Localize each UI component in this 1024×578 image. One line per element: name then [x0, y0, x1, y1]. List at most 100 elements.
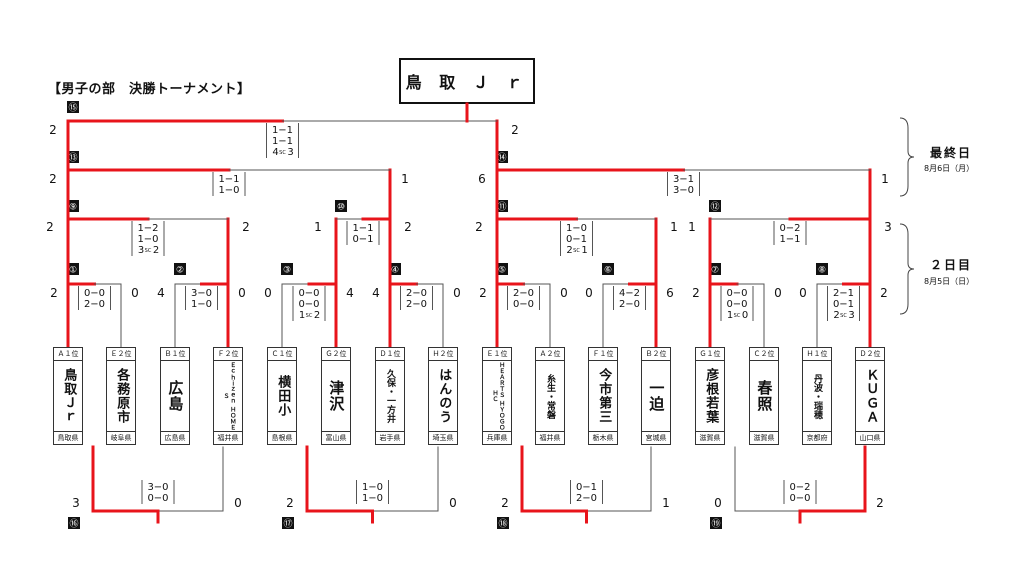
r1-sets-set: 2−0 — [406, 288, 427, 299]
semi-sets-set: 3−1 — [673, 174, 694, 185]
r2-sets-set: 1 — [581, 245, 587, 256]
cons-score-left: 2 — [286, 496, 294, 510]
semi-match-number-bg — [496, 151, 508, 163]
team-seed: Ｈ１位 — [803, 348, 831, 361]
r1-score-left: 2 — [479, 286, 487, 300]
team-prefecture: 岐阜県 — [107, 431, 135, 444]
cons-score-left: 0 — [714, 496, 722, 510]
team-card: Ｂ１位広島広島県 — [160, 347, 190, 445]
team-seed: Ｇ２位 — [322, 348, 350, 361]
r2-score-right: 2 — [404, 220, 412, 234]
team-name: 丹波・瑞穂 — [812, 373, 823, 419]
r1-match-number: ⑧ — [818, 266, 826, 276]
cons-match-number-bg — [68, 517, 80, 529]
cons-sets-set: 0−2 — [789, 482, 810, 493]
r2-sets-set: 0−1 — [352, 234, 373, 245]
team-prefecture: 山口県 — [856, 431, 884, 444]
final-sets-set: 3 — [287, 147, 293, 158]
r1-match-number-bg — [281, 263, 293, 275]
r1-score-right: 0 — [774, 286, 782, 300]
r2-sets-set: 1−1 — [779, 234, 800, 245]
r2-match-number-bg — [709, 200, 721, 212]
semi-match-number-bg — [67, 151, 79, 163]
semi-match-number: ⑬ — [68, 153, 77, 164]
r1-match-number: ⑥ — [604, 266, 612, 276]
team-name: 今市第三 — [596, 368, 612, 424]
r1-sets-set: 0−0 — [513, 299, 534, 310]
r1-sets-sc: SC — [306, 313, 313, 319]
semi-sets-set: 1−1 — [218, 174, 239, 185]
team-card: Ｇ２位津沢富山県 — [321, 347, 351, 445]
team-name-box: 今市第三 — [589, 361, 617, 431]
team-seed: Ｅ１位 — [483, 348, 511, 361]
r1-score-left: 0 — [585, 286, 593, 300]
team-name-box: 一迫 — [642, 361, 670, 431]
r2-sets-sc: SC — [145, 248, 152, 254]
r2-match-number-bg — [496, 200, 508, 212]
team-card: Ｅ２位各務原市岐阜県 — [106, 347, 136, 445]
r2-sets-set: 2 — [566, 245, 572, 256]
cons-match-number-bg — [282, 517, 294, 529]
r2-sets-set: 1−1 — [352, 223, 373, 234]
r1-match-number-bg — [174, 263, 186, 275]
r1-sets-set: 1 — [299, 310, 305, 321]
cons-score-left: 2 — [501, 496, 509, 510]
r1-sets-set: 1−0 — [191, 299, 212, 310]
r2-match-number: ⑨ — [69, 203, 77, 213]
team-name: 糸生・常磐 — [545, 373, 556, 419]
r1-sets-set: 2−0 — [619, 299, 640, 310]
team-prefecture: 滋賀県 — [750, 431, 778, 444]
r1-score-left: 2 — [50, 286, 58, 300]
final-score-left: 2 — [49, 123, 57, 137]
r2-score-right: 3 — [884, 220, 892, 234]
r1-match-number: ④ — [391, 266, 399, 276]
r2-match-number-bg — [67, 200, 79, 212]
r2-match-number-bg — [335, 200, 347, 212]
team-prefecture: 鳥取県 — [54, 431, 82, 444]
team-prefecture: 兵庫県 — [483, 431, 511, 444]
cons-sets-set: 0−0 — [147, 493, 168, 504]
final-sets-sc: SC — [279, 150, 286, 156]
team-prefecture: 京都府 — [803, 431, 831, 444]
r1-sets-set: 4−2 — [619, 288, 640, 299]
page-title: 【男子の部 決勝トーナメント】 — [48, 82, 251, 97]
r2-score-left: 1 — [688, 220, 696, 234]
team-name: はんのう — [436, 368, 452, 424]
cons-match-number-bg — [710, 517, 722, 529]
team-name: 春照 — [755, 380, 774, 412]
r2-sets-set: 1−0 — [137, 234, 158, 245]
team-prefecture: 福井県 — [214, 431, 242, 444]
r1-score-left: 4 — [157, 286, 165, 300]
r1-sets-sc: SC — [734, 313, 741, 319]
cons-score-right: 0 — [234, 496, 242, 510]
r1-score-left: 2 — [692, 286, 700, 300]
team-seed: Ｄ２位 — [856, 348, 884, 361]
cons-match-number-bg — [497, 517, 509, 529]
team-name-box: 春照 — [750, 361, 778, 431]
r2-score-left: 2 — [475, 220, 483, 234]
r2-sets-set: 2 — [153, 245, 159, 256]
final-day-date: 8月6日（月） — [924, 164, 975, 173]
r1-sets-set: 0−0 — [726, 299, 747, 310]
cons-match-number: ⑱ — [498, 519, 507, 530]
final-sets-set: 1−1 — [272, 136, 293, 147]
r1-sets-set: 0 — [742, 310, 748, 321]
team-name-box: Ｅｃｈｉｚｅｎ ＨＯＭＥＳ — [214, 361, 242, 431]
final-day-brace — [899, 117, 915, 197]
team-name-box: はんのう — [429, 361, 457, 431]
team-seed: Ｂ１位 — [161, 348, 189, 361]
team-name: 津沢 — [327, 380, 346, 412]
day2-date: 8月5日（日） — [924, 277, 975, 286]
team-name-box: ＫＵＧＡ — [856, 361, 884, 431]
r1-sets-sc: SC — [840, 313, 847, 319]
team-name: Ｅｃｈｉｚｅｎ ＨＯＭＥＳ — [222, 361, 236, 431]
team-seed: Ｃ２位 — [750, 348, 778, 361]
r1-sets-set: 0−0 — [298, 288, 319, 299]
r1-sets-set: 1 — [727, 310, 733, 321]
r2-sets-set: 3 — [138, 245, 144, 256]
final-sets-set: 4 — [272, 147, 278, 158]
team-card: Ｈ１位丹波・瑞穂京都府 — [802, 347, 832, 445]
team-seed: Ｇ１位 — [696, 348, 724, 361]
r2-match-number: ⑫ — [710, 202, 719, 213]
r1-score-right: 0 — [238, 286, 246, 300]
